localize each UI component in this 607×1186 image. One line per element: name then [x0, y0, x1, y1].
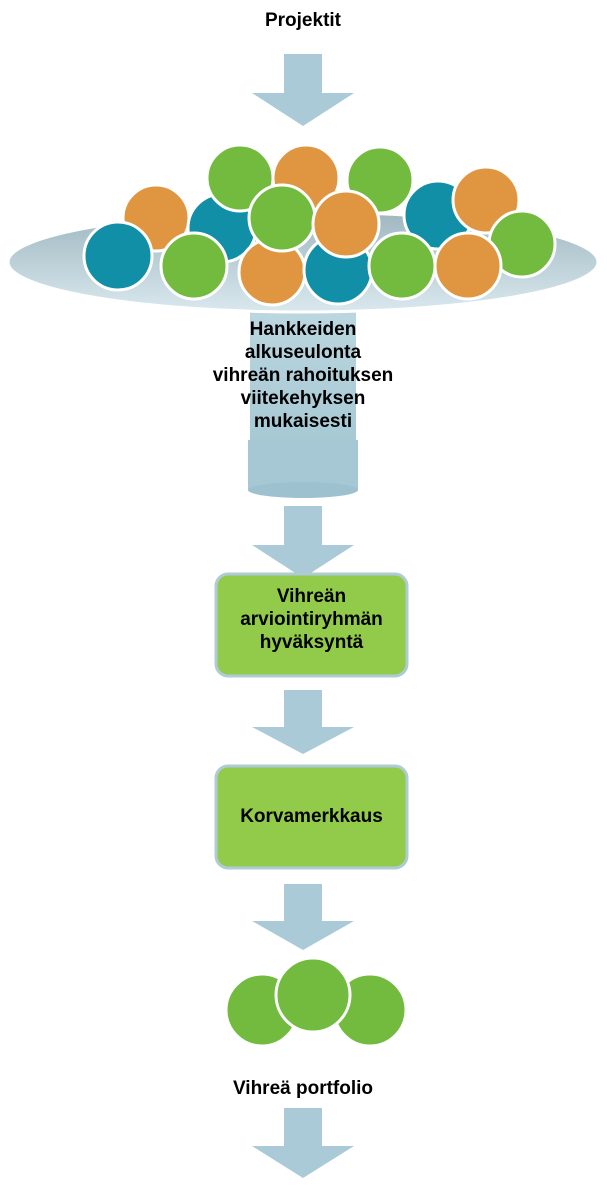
- earmarking-label: Korvamerkkaus: [240, 806, 383, 827]
- funnel-spout-bottom: [248, 482, 358, 498]
- ball-green: [247, 183, 317, 253]
- funnel-balls: [82, 143, 557, 307]
- approval-box: [214, 572, 409, 678]
- funnel-label: Hankkeiden alkuseulonta vihreän rahoituk…: [212, 319, 394, 432]
- arrow-5: [252, 1108, 354, 1178]
- funnel-body: [22, 266, 586, 468]
- ball-orange: [433, 231, 503, 301]
- arrow-4: [252, 884, 354, 950]
- arrow-1: [252, 54, 354, 126]
- title-projektit: Projektit: [264, 10, 342, 31]
- arrow-3: [252, 690, 354, 754]
- ball-green: [274, 956, 352, 1034]
- ball-orange: [311, 189, 381, 259]
- funnel-spout: [248, 440, 358, 490]
- ball-green: [159, 231, 229, 301]
- portfolio-balls: [224, 956, 408, 1048]
- ball-green: [367, 231, 437, 301]
- arrow-2: [252, 506, 354, 578]
- portfolio-label: Vihreä portfolio: [232, 1078, 374, 1099]
- ball-teal: [82, 220, 154, 292]
- earmarking-box: [214, 764, 409, 870]
- approval-label: Vihreän arviointiryhmän hyväksyntä: [240, 586, 383, 653]
